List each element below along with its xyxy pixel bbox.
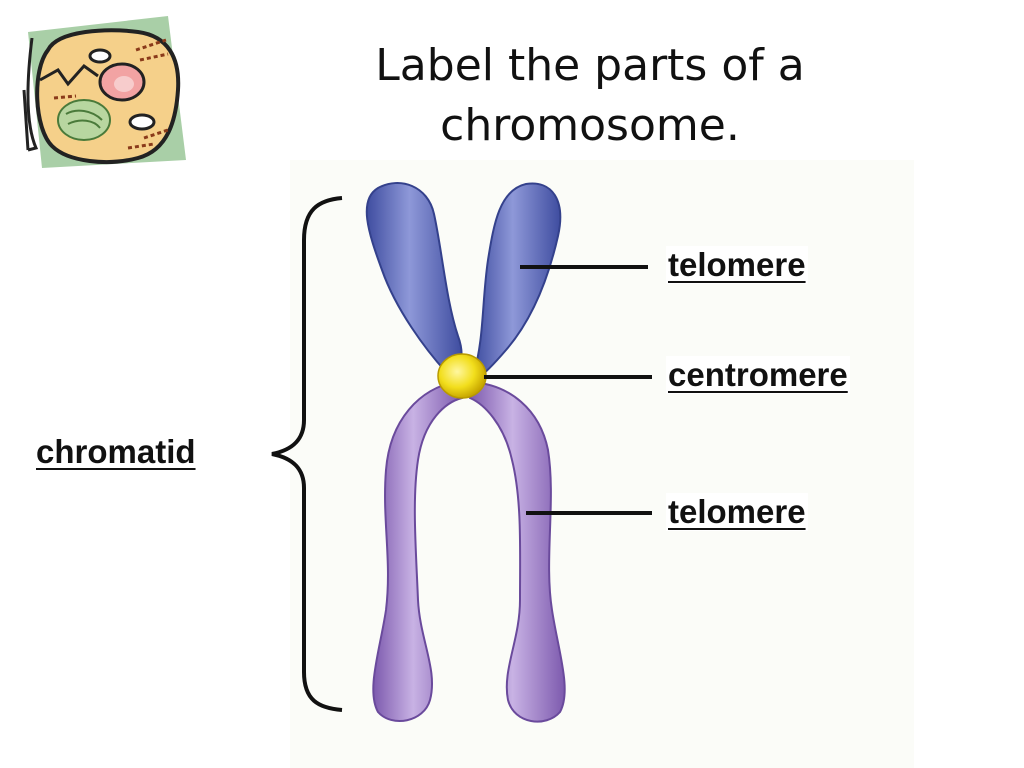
lower-right-arm: [469, 380, 566, 723]
title-line-2: chromosome.: [440, 100, 740, 151]
lower-left-arm: [372, 380, 464, 722]
upper-left-arm: [365, 182, 463, 378]
centromere-knob: [437, 353, 487, 399]
cell-clipart-icon: [22, 16, 186, 168]
label-telomere-bottom: telomere: [666, 493, 808, 531]
chromatid-brace: [271, 196, 343, 712]
label-telomere-top: telomere: [666, 246, 808, 284]
upper-right-arm: [472, 182, 562, 380]
page-title: Label the parts of a chromosome.: [300, 36, 880, 156]
title-line-1: Label the parts of a: [375, 40, 805, 91]
label-centromere: centromere: [666, 356, 850, 394]
label-chromatid: chromatid: [34, 433, 198, 471]
